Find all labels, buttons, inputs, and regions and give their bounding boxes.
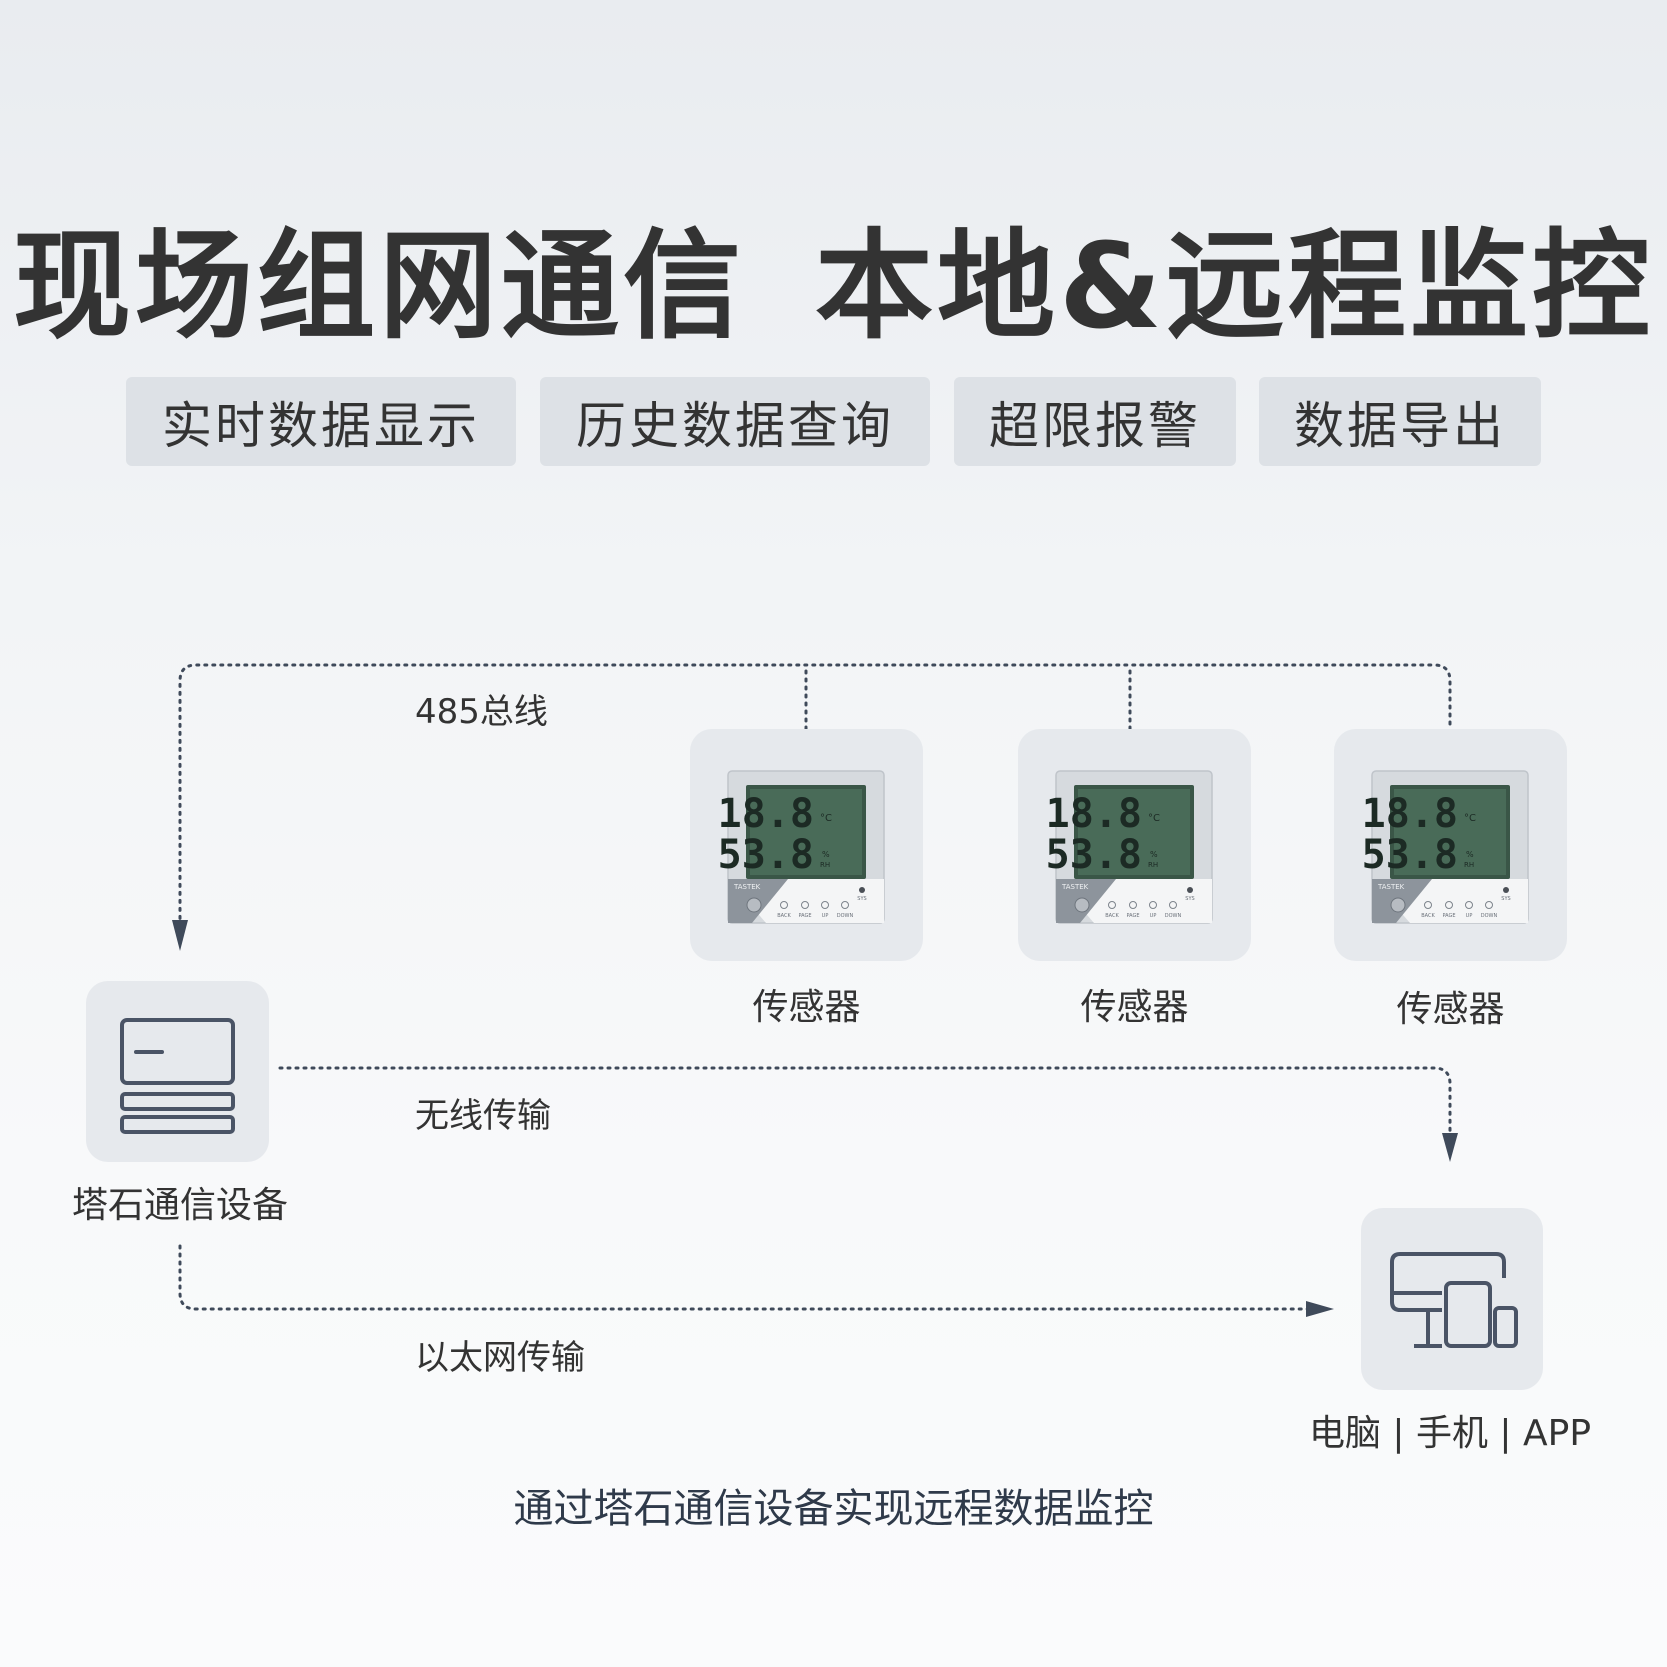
brand-label: TASTEK (733, 883, 761, 891)
status-label: SYS (1185, 896, 1194, 902)
client-tile (1361, 1208, 1543, 1390)
humidity-reading: 53.8 (718, 832, 814, 878)
button-label-down: DOWN (837, 913, 854, 919)
button-label-down: DOWN (1165, 913, 1182, 919)
ethernet-line (178, 1244, 1310, 1311)
feature-history-query: 历史数据查询 (540, 377, 930, 466)
client-node (1361, 1208, 1543, 1390)
feature-data-export: 数据导出 (1259, 377, 1541, 466)
button-label-down: DOWN (1481, 913, 1498, 919)
brand-label: TASTEK (1061, 883, 1089, 891)
temperature-unit: °C (1148, 813, 1160, 824)
sensor-label-1: 传感器 (752, 987, 861, 1028)
button-label-back: BACK (777, 913, 791, 919)
temperature-reading: 18.8 (1362, 791, 1458, 837)
button-label-up: UP (1466, 913, 1473, 919)
gateway-tile (86, 981, 269, 1162)
arrow-right-client (1306, 1301, 1334, 1317)
button-label-page: PAGE (1126, 913, 1139, 919)
gateway-device-icon (120, 1018, 235, 1134)
humidity-unit-rh: RH (1464, 861, 1474, 869)
button-label-up: UP (1150, 913, 1157, 919)
connection-lines (178, 663, 1452, 1311)
button-label-page: PAGE (1442, 913, 1455, 919)
wireless-line (278, 1066, 1452, 1137)
status-label: SYS (1501, 896, 1510, 902)
arrow-down-gateway (172, 920, 188, 951)
client-label: 电脑 | 手机 | APP (1308, 1413, 1592, 1454)
feature-overlimit-alarm: 超限报警 (954, 377, 1236, 466)
footer-caption: 通过塔石通信设备实现远程数据监控 (513, 1486, 1154, 1532)
humidity-reading: 53.8 (1046, 832, 1142, 878)
button-label-back: BACK (1105, 913, 1119, 919)
tablet-icon (1444, 1281, 1492, 1348)
sensor-node-3: 18.8 °C 53.8% RH TASTEK BACK PAGE UP DOWN SYS (1334, 729, 1567, 961)
humidity-unit-rh: RH (1148, 861, 1158, 869)
button-label-back: BACK (1421, 913, 1435, 919)
gateway-node (86, 981, 269, 1162)
monitor-icon (1390, 1252, 1506, 1348)
thermo-hygrometer-icon: 18.8 °C 53.8% RH TASTEK BACK PAGE UP DOWN SYS (1046, 770, 1213, 924)
humidity-unit: % (1150, 850, 1158, 859)
sensor-label-2: 传感器 (1080, 987, 1189, 1028)
button-label-page: PAGE (798, 913, 811, 919)
arrow-down-client (1442, 1133, 1458, 1162)
thermo-hygrometer-icon: 18.8 °C 53.8% RH TASTEK BACK PAGE UP DOWN SYS (718, 770, 885, 924)
title-part-2: 本地&远程监控 (815, 217, 1654, 355)
brand-label: TASTEK (1377, 883, 1405, 891)
humidity-unit: % (822, 850, 830, 859)
wireless-label: 无线传输 (415, 1096, 551, 1136)
thermo-hygrometer-icon: 18.8 °C 53.8% RH TASTEK BACK PAGE UP DOWN SYS (1362, 770, 1529, 924)
status-label: SYS (857, 896, 866, 902)
phone-icon (1493, 1306, 1518, 1348)
temperature-unit: °C (820, 813, 832, 824)
bus-485-label: 485总线 (415, 692, 548, 732)
sensor-node-2: 18.8 °C 53.8% RH TASTEK BACK PAGE UP DOWN SYS (1018, 729, 1251, 961)
arrow-heads (172, 920, 1458, 1317)
page-title: 现场组网通信本地&远程监控 (0, 190, 1667, 361)
temperature-reading: 18.8 (1046, 791, 1142, 837)
humidity-unit-rh: RH (820, 861, 830, 869)
feature-realtime-display: 实时数据显示 (126, 377, 516, 466)
gateway-label: 塔石通信设备 (71, 1185, 288, 1226)
sensor-label-3: 传感器 (1396, 989, 1505, 1030)
title-part-1: 现场组网通信 (13, 217, 746, 355)
humidity-unit: % (1466, 850, 1474, 859)
temperature-unit: °C (1464, 813, 1476, 824)
bus-485-line (178, 663, 1452, 922)
ethernet-label: 以太网传输 (415, 1338, 585, 1378)
humidity-reading: 53.8 (1362, 832, 1458, 878)
sensor-node-1: 18.8 °C 53.8% RH TASTEK BACK PAGE UP DOWN SYS (690, 729, 923, 961)
button-label-up: UP (822, 913, 829, 919)
temperature-reading: 18.8 (718, 791, 814, 837)
